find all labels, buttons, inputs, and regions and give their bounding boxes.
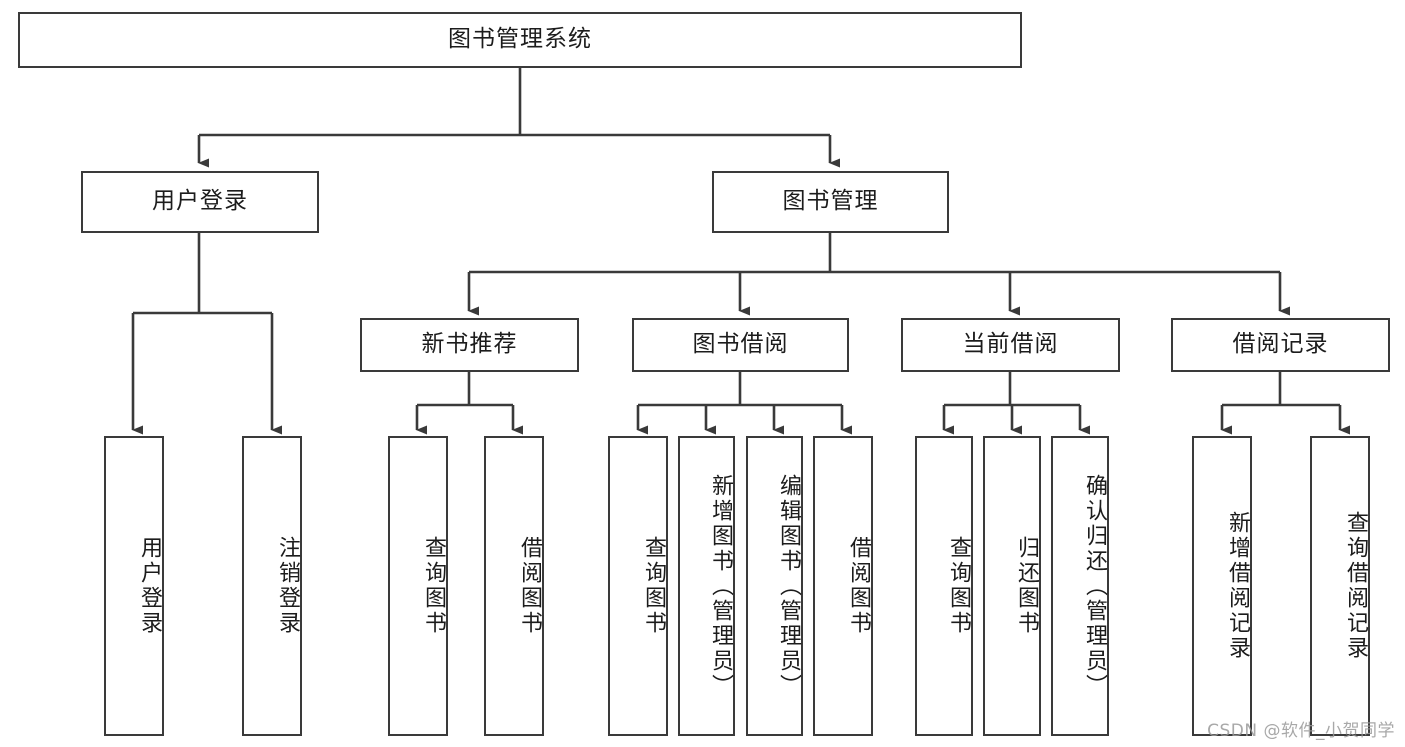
leaf-return-book[interactable]: 归还图书 [983, 436, 1041, 736]
leaf-user-login[interactable]: 用户登录 [104, 436, 164, 736]
leaf-query-book-borrow[interactable]: 查询图书 [608, 436, 668, 736]
node-new-book-recommend[interactable]: 新书推荐 [360, 318, 579, 372]
leaf-confirm-return-admin[interactable]: 确认归还（管理员） [1051, 436, 1109, 736]
node-borrow-record[interactable]: 借阅记录 [1171, 318, 1390, 372]
leaf-edit-book-admin[interactable]: 编辑图书（管理员） [746, 436, 803, 736]
leaf-query-book-recommend[interactable]: 查询图书 [388, 436, 448, 736]
leaf-borrow-book-recommend[interactable]: 借阅图书 [484, 436, 544, 736]
leaf-logout-login[interactable]: 注销登录 [242, 436, 302, 736]
leaf-query-book-current[interactable]: 查询图书 [915, 436, 973, 736]
node-book-manage[interactable]: 图书管理 [712, 171, 949, 233]
csdn-watermark: CSDN @软件_小贺同学 [1207, 721, 1395, 741]
leaf-add-book-admin[interactable]: 新增图书（管理员） [678, 436, 735, 736]
leaf-borrow-book-borrow[interactable]: 借阅图书 [813, 436, 873, 736]
node-book-borrow[interactable]: 图书借阅 [632, 318, 849, 372]
node-root-system[interactable]: 图书管理系统 [18, 12, 1022, 68]
node-current-borrow[interactable]: 当前借阅 [901, 318, 1120, 372]
node-user-login[interactable]: 用户登录 [81, 171, 319, 233]
leaf-query-borrow-record[interactable]: 查询借阅记录 [1310, 436, 1370, 736]
leaf-add-borrow-record[interactable]: 新增借阅记录 [1192, 436, 1252, 736]
